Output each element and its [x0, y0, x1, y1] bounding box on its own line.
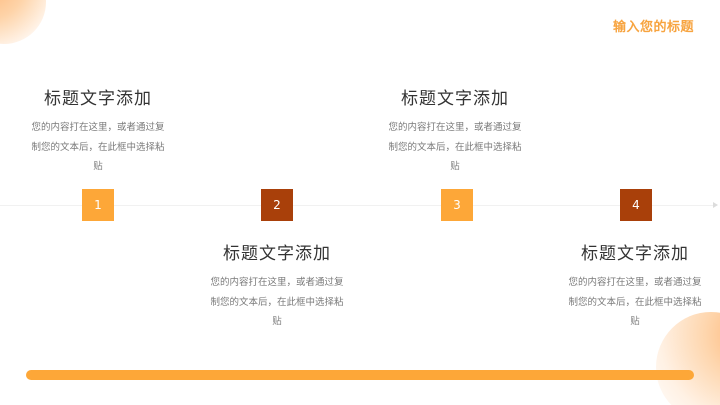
timeline-line — [0, 205, 714, 206]
decorative-circle-top-left — [0, 0, 46, 44]
step-2-card: 标题文字添加 您的内容打在这里，或者通过复制您的文本后，在此框中选择粘贴 — [197, 243, 357, 332]
page-title: 输入您的标题 — [612, 20, 694, 35]
step-2-marker: 2 — [261, 189, 293, 221]
arrow-right-icon — [713, 202, 718, 208]
step-3-title: 标题文字添加 — [401, 89, 509, 109]
step-4-title: 标题文字添加 — [581, 244, 689, 264]
bottom-accent-bar — [26, 370, 694, 380]
step-3-marker: 3 — [441, 189, 473, 221]
step-2-body: 您的内容打在这里，或者通过复制您的文本后，在此框中选择粘贴 — [210, 277, 344, 327]
step-3-body: 您的内容打在这里，或者通过复制您的文本后，在此框中选择粘贴 — [388, 122, 522, 172]
step-1-body: 您的内容打在这里，或者通过复制您的文本后，在此框中选择粘贴 — [31, 122, 165, 172]
step-4-body: 您的内容打在这里，或者通过复制您的文本后，在此框中选择粘贴 — [568, 277, 702, 327]
step-1-card: 标题文字添加 您的内容打在这里，或者通过复制您的文本后，在此框中选择粘贴 — [18, 88, 178, 177]
step-1-title: 标题文字添加 — [44, 89, 152, 109]
step-2-title: 标题文字添加 — [223, 244, 331, 264]
step-4-marker: 4 — [620, 189, 652, 221]
step-3-card: 标题文字添加 您的内容打在这里，或者通过复制您的文本后，在此框中选择粘贴 — [375, 88, 535, 177]
step-4-card: 标题文字添加 您的内容打在这里，或者通过复制您的文本后，在此框中选择粘贴 — [555, 243, 715, 332]
step-1-marker: 1 — [82, 189, 114, 221]
